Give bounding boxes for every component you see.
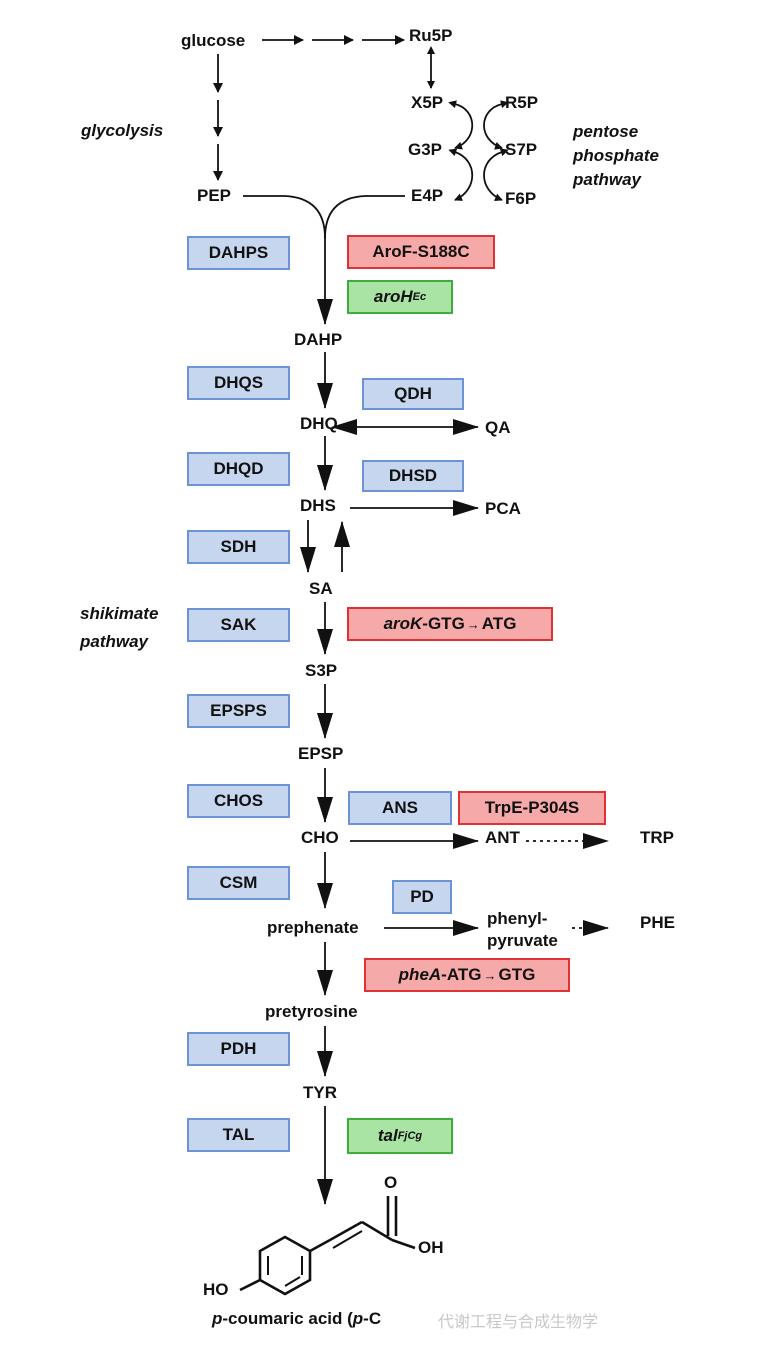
metabolite-dhq: DHQ — [300, 414, 338, 433]
enzyme-csm: CSM — [187, 866, 290, 900]
metabolite-phe: PHE — [640, 913, 675, 932]
product-abbr-rest: -C — [363, 1309, 382, 1328]
metabolite-prephenate: prephenate — [267, 918, 359, 937]
metabolite-pca: PCA — [485, 499, 521, 518]
enzyme-tal: TAL — [187, 1118, 290, 1152]
metabolite-cho: CHO — [301, 828, 339, 847]
mod-arok-from: -GTG — [422, 614, 465, 633]
mod-phea-to: GTG — [498, 965, 536, 984]
watermark: 代谢工程与合成生物学 — [438, 1312, 599, 1331]
arrow-right-icon: → — [483, 967, 497, 983]
mod-aroh-sub: Ec — [412, 291, 427, 303]
enzyme-sak: SAK — [187, 608, 290, 642]
atom-ho: HO — [203, 1280, 229, 1299]
metabolite-sa: SA — [309, 579, 333, 598]
pentose-label-3: pathway — [573, 170, 642, 189]
metabolite-pretyrosine: pretyrosine — [265, 1002, 358, 1021]
metabolite-epsp: EPSP — [298, 744, 344, 763]
mod-phea-start-codon: pheA-ATG→GTG — [364, 958, 570, 992]
enzyme-chos: CHOS — [187, 784, 290, 818]
mod-arof-s188c: AroF-S188C — [347, 235, 495, 269]
metabolite-e4p: E4P — [411, 186, 444, 205]
atom-o: O — [384, 1173, 398, 1192]
metabolite-trp: TRP — [640, 828, 674, 847]
glycolysis-label: glycolysis — [81, 121, 164, 140]
mod-arok-start-codon: aroK-GTG→ATG — [347, 607, 553, 641]
metabolite-pyruvate: pyruvate — [487, 931, 558, 950]
metabolite-dahp: DAHP — [294, 330, 343, 349]
mod-tal-sub: FjCg — [397, 1130, 423, 1142]
mod-arok-gene: aroK — [383, 614, 423, 633]
metabolite-phenyl: phenyl- — [487, 909, 548, 928]
shikimate-label-1: shikimate — [80, 604, 159, 623]
shikimate-label-2: pathway — [80, 632, 149, 651]
pentose-label-1: pentose — [573, 122, 639, 141]
product-prefix: p — [212, 1309, 223, 1328]
metabolite-f6p: F6P — [505, 189, 537, 208]
metabolite-ru5p: Ru5P — [409, 26, 453, 45]
metabolite-tyr: TYR — [303, 1083, 337, 1102]
enzyme-dhqs: DHQS — [187, 366, 290, 400]
mod-phea-gene: pheA — [398, 965, 442, 984]
arrow-right-icon: → — [466, 616, 480, 632]
enzyme-pdh: PDH — [187, 1032, 290, 1066]
enzyme-dhsd: DHSD — [362, 460, 464, 492]
product-name: p-coumaric acid (p-C — [212, 1309, 381, 1329]
enzyme-dhqd: DHQD — [187, 452, 290, 486]
metabolite-s7p: S7P — [505, 140, 538, 159]
mod-trpe-p304s: TrpE-P304S — [458, 791, 606, 825]
metabolite-g3p: G3P — [408, 140, 443, 159]
enzyme-qdh: QDH — [362, 378, 464, 410]
metabolite-qa: QA — [485, 418, 511, 437]
metabolite-dhs: DHS — [300, 496, 336, 515]
mod-arok-to: ATG — [481, 614, 517, 633]
enzyme-dahps: DAHPS — [187, 236, 290, 270]
enzyme-pd: PD — [392, 880, 452, 914]
enzyme-epsps: EPSPS — [187, 694, 290, 728]
enzyme-ans: ANS — [348, 791, 452, 825]
metabolite-r5p: R5P — [505, 93, 539, 112]
pentose-label-2: phosphate — [573, 146, 659, 165]
product-name-text: -coumaric acid ( — [222, 1309, 353, 1328]
mod-phea-from: -ATG — [441, 965, 482, 984]
product-abbr-prefix: p — [352, 1309, 364, 1328]
metabolite-pep: PEP — [197, 186, 232, 205]
mod-tal-gene: tal — [377, 1126, 398, 1145]
metabolite-glucose: glucose — [181, 31, 246, 50]
metabolite-s3p: S3P — [305, 661, 338, 680]
atom-oh: OH — [418, 1238, 444, 1257]
metabolite-ant: ANT — [485, 828, 520, 847]
metabolite-x5p: X5P — [411, 93, 444, 112]
enzyme-sdh: SDH — [187, 530, 290, 564]
mod-aroh-gene: aroH — [373, 287, 413, 306]
p-coumaric-acid-structure — [239, 1196, 416, 1296]
